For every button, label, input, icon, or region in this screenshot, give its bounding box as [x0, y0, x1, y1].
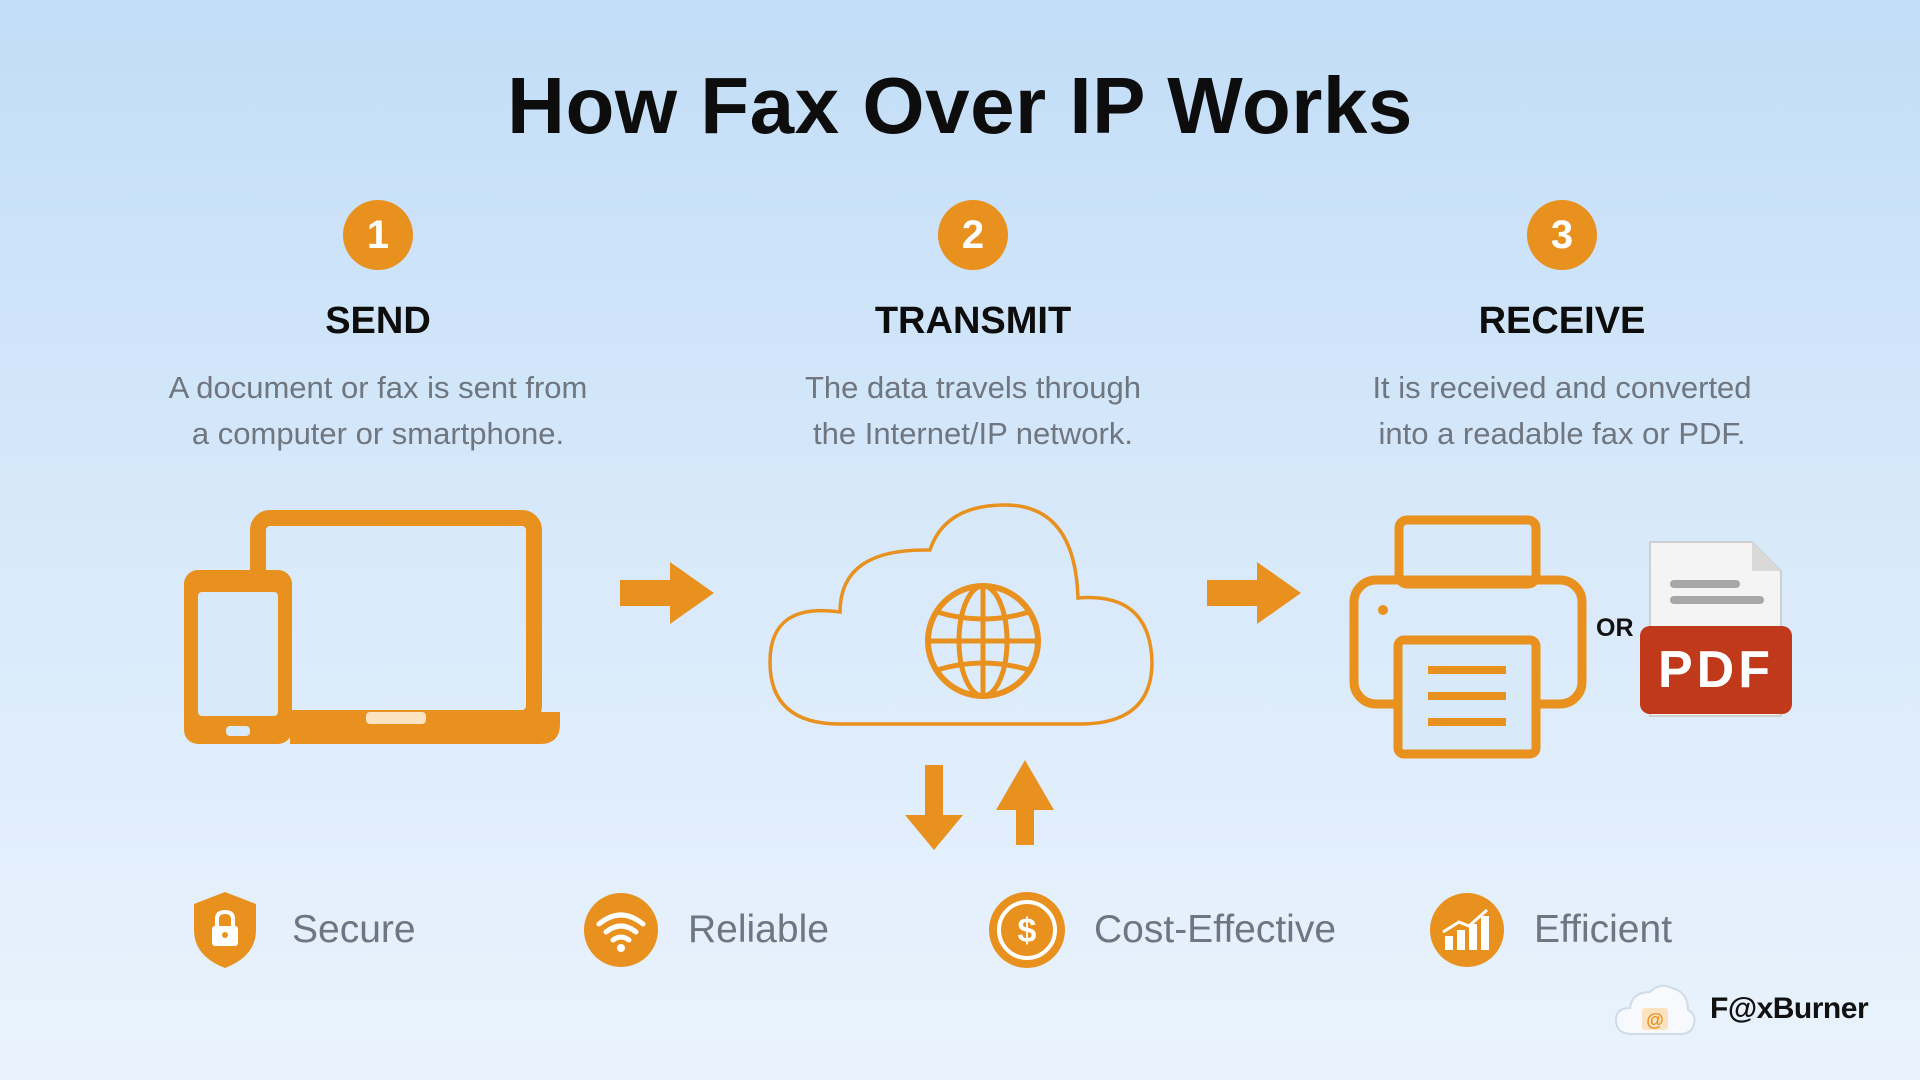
dollar-coin-icon: $ [988, 891, 1066, 969]
step-description: It is received and converted into a read… [1372, 370, 1752, 451]
step-number-badge: 1 [343, 200, 413, 270]
up-down-arrows-icon [905, 760, 1054, 850]
printer-icon [1349, 515, 1587, 759]
step-description: The data travels through the Internet/IP… [804, 370, 1142, 451]
step-number-badge: 3 [1527, 200, 1597, 270]
step-title: RECEIVE [1478, 300, 1646, 342]
step-number-badge: 2 [938, 200, 1008, 270]
feature-label: Cost-Effective [1094, 908, 1337, 951]
cloud-globe-icon [768, 503, 1154, 726]
step-transmit: 2 TRANSMIT The data travels through the … [713, 200, 1233, 457]
wifi-icon [582, 891, 660, 969]
step-title: TRANSMIT [874, 300, 1072, 342]
step-title: SEND [325, 300, 431, 342]
pdf-document-icon [1640, 541, 1792, 717]
feature-efficient: Efficient [1428, 890, 1672, 970]
arrow-right-icon [1207, 562, 1301, 624]
brand-logo: @ F@xBurner [1612, 978, 1869, 1040]
feature-cost-effective: $ Cost-Effective [988, 890, 1336, 970]
step-description: A document or fax is sent from a compute… [168, 370, 588, 451]
arrow-right-icon [620, 562, 714, 624]
feature-label: Efficient [1534, 908, 1673, 951]
cloud-at-icon: @ [1614, 984, 1696, 1035]
step-receive: 3 RECEIVE It is received and converted i… [1302, 200, 1822, 457]
feature-secure: Secure [186, 890, 416, 970]
step-send: 1 SEND A document or fax is sent from a … [118, 200, 638, 457]
feature-label: Reliable [688, 908, 829, 951]
pdf-label: PDF [1658, 641, 1774, 699]
feature-label: Secure [292, 908, 416, 951]
or-label: OR [1596, 614, 1634, 642]
svg-text:$: $ [1018, 912, 1037, 950]
page-title: How Fax Over IP Works [507, 61, 1413, 150]
growth-chart-icon [1428, 891, 1506, 969]
devices-icon [184, 510, 560, 744]
brand-name: F@xBurner [1710, 992, 1869, 1025]
shield-lock-icon [186, 891, 264, 969]
feature-reliable: Reliable [582, 890, 829, 970]
svg-text:@: @ [1646, 1010, 1664, 1030]
